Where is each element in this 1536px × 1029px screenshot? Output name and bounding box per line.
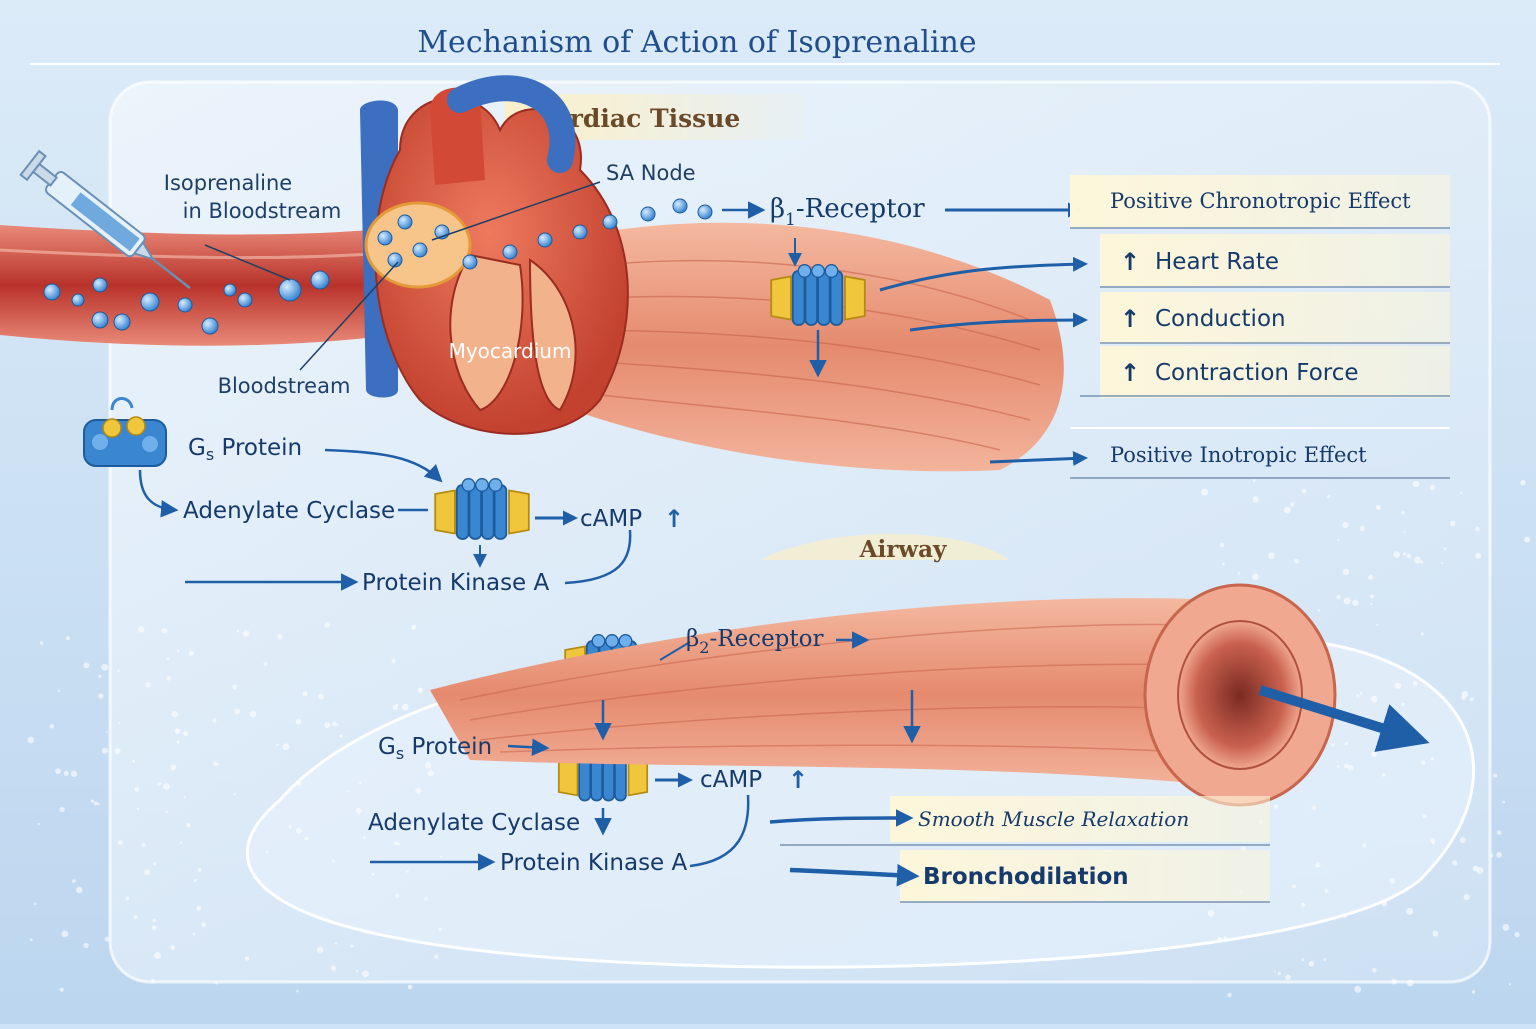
adenylate-cyclase-channel-cardiac — [434, 478, 530, 540]
conduction-label: Conduction — [1155, 306, 1286, 332]
conduction-up-icon: ↑ — [1120, 305, 1140, 333]
drug-molecule-2 — [92, 277, 108, 293]
heart-molecule-8 — [572, 224, 588, 240]
airway-gs-protein-label: Gs Protein — [378, 734, 492, 763]
airway-camp-label: cAMP — [700, 767, 762, 793]
heart-molecule-2 — [412, 242, 428, 258]
relaxation-box — [890, 796, 1270, 842]
heart-rate-up-icon: ↑ — [1120, 248, 1140, 276]
sa-node-leader-line — [431, 181, 601, 241]
inotropic-label: Positive Inotropic Effect — [1110, 443, 1367, 467]
to-inotropic-arrow — [989, 451, 1088, 466]
contraction-force-label: Contraction Force — [1155, 360, 1359, 386]
heart-molecule-5 — [462, 254, 478, 270]
airway-muscle-striations — [459, 623, 1241, 756]
drug-molecule-9 — [310, 270, 330, 290]
airway-gs-to-cyclase-arrow — [507, 738, 550, 757]
airway-adenylate-cyclase-label: Adenylate Cyclase — [368, 810, 580, 836]
heart-molecule-4 — [387, 252, 403, 268]
heart-rate-label: Heart Rate — [1155, 249, 1279, 275]
drug-molecule-10 — [91, 311, 109, 329]
airway-section-label: Airway — [859, 536, 947, 563]
heart-molecule-0 — [377, 230, 393, 246]
contraction-up-icon: ↑ — [1120, 359, 1140, 387]
drug-molecule-8 — [278, 278, 302, 302]
drug-molecule-5 — [177, 297, 193, 313]
airway-pka-feedback-line — [689, 794, 750, 868]
cardiac-muscle-tissue — [500, 222, 1064, 472]
myocardium-label: Myocardium — [449, 339, 572, 363]
gs-to-adenylate-arrow — [138, 469, 179, 518]
heart-molecule-1 — [397, 214, 413, 230]
to-heart-rate-arrow — [879, 256, 1088, 292]
heart-drug-molecules — [377, 198, 713, 270]
page-title: Mechanism of Action of Isoprenaline — [417, 25, 976, 60]
injection-leader-line — [204, 244, 291, 281]
beta1-receptor-channel — [770, 264, 866, 326]
chronotropic-label: Positive Chronotropic Effect — [1110, 189, 1411, 213]
beta2-receptor-label: β2-Receptor — [686, 626, 824, 657]
drug-molecules — [43, 270, 330, 335]
to-bronchodilation-arrow — [789, 863, 920, 887]
airway-banner — [760, 533, 1010, 560]
airway-smooth-muscle — [430, 598, 1260, 790]
bloodstream-leader-line — [299, 261, 399, 371]
heart-molecule-10 — [640, 206, 656, 222]
gs-protein-icon — [83, 397, 167, 467]
bronchodilation-box — [900, 850, 1270, 902]
airway-lumen — [1177, 620, 1303, 770]
pka-feedback-line — [564, 529, 632, 585]
cardiac-camp-label: cAMP — [580, 506, 642, 532]
heart-molecule-11 — [672, 198, 688, 214]
cardiac-gs-protein-label: Gs Protein — [188, 435, 302, 464]
gs-to-cyclase-arrow — [324, 448, 443, 483]
cardiac-adenylate-cyclase-label: Adenylate Cyclase — [183, 498, 395, 524]
drug-molecule-0 — [43, 283, 61, 301]
to-relaxation-arrow — [769, 809, 914, 827]
smooth-muscle-relaxation-label: Smooth Muscle Relaxation — [918, 807, 1189, 831]
syringe-icon — [19, 149, 191, 289]
heart-rate-box — [1100, 234, 1450, 286]
chronotropic-box — [1070, 175, 1450, 227]
airway-pka-label: Protein Kinase A — [500, 850, 688, 876]
heart-molecule-9 — [602, 214, 618, 230]
heart-molecule-7 — [537, 232, 553, 248]
drug-molecule-11 — [223, 283, 237, 297]
airflow-arrow — [1258, 685, 1430, 752]
beta2-link-line — [659, 641, 691, 661]
heart-molecule-6 — [502, 244, 518, 260]
heart-molecule-12 — [697, 204, 713, 220]
cardiac-camp-up-icon: ↑ — [664, 505, 684, 533]
injection-label-line2: in Bloodstream — [183, 199, 342, 223]
drug-molecule-7 — [237, 292, 253, 308]
drug-molecule-1 — [71, 293, 85, 307]
drug-molecule-4 — [140, 292, 160, 312]
heart-illustration — [364, 75, 629, 435]
injection-label-line1: Isoprenaline — [164, 171, 292, 195]
conduction-box — [1100, 292, 1450, 344]
airway-camp-up-icon: ↑ — [788, 766, 808, 794]
bronchodilation-label: Bronchodilation — [923, 864, 1129, 890]
cardiac-effects-panel: Positive Chronotropic Effect ↑ Heart Rat… — [1070, 175, 1450, 479]
cardiac-pka-label: Protein Kinase A — [362, 570, 550, 596]
drug-molecule-3 — [113, 313, 131, 331]
beta1-receptor-label: β1-Receptor — [770, 194, 925, 230]
sa-node-label: SA Node — [606, 161, 696, 185]
contraction-box — [1100, 346, 1450, 398]
drug-molecule-6 — [201, 317, 219, 335]
to-conduction-arrow — [909, 312, 1088, 332]
bloodstream-label: Bloodstream — [218, 374, 351, 398]
